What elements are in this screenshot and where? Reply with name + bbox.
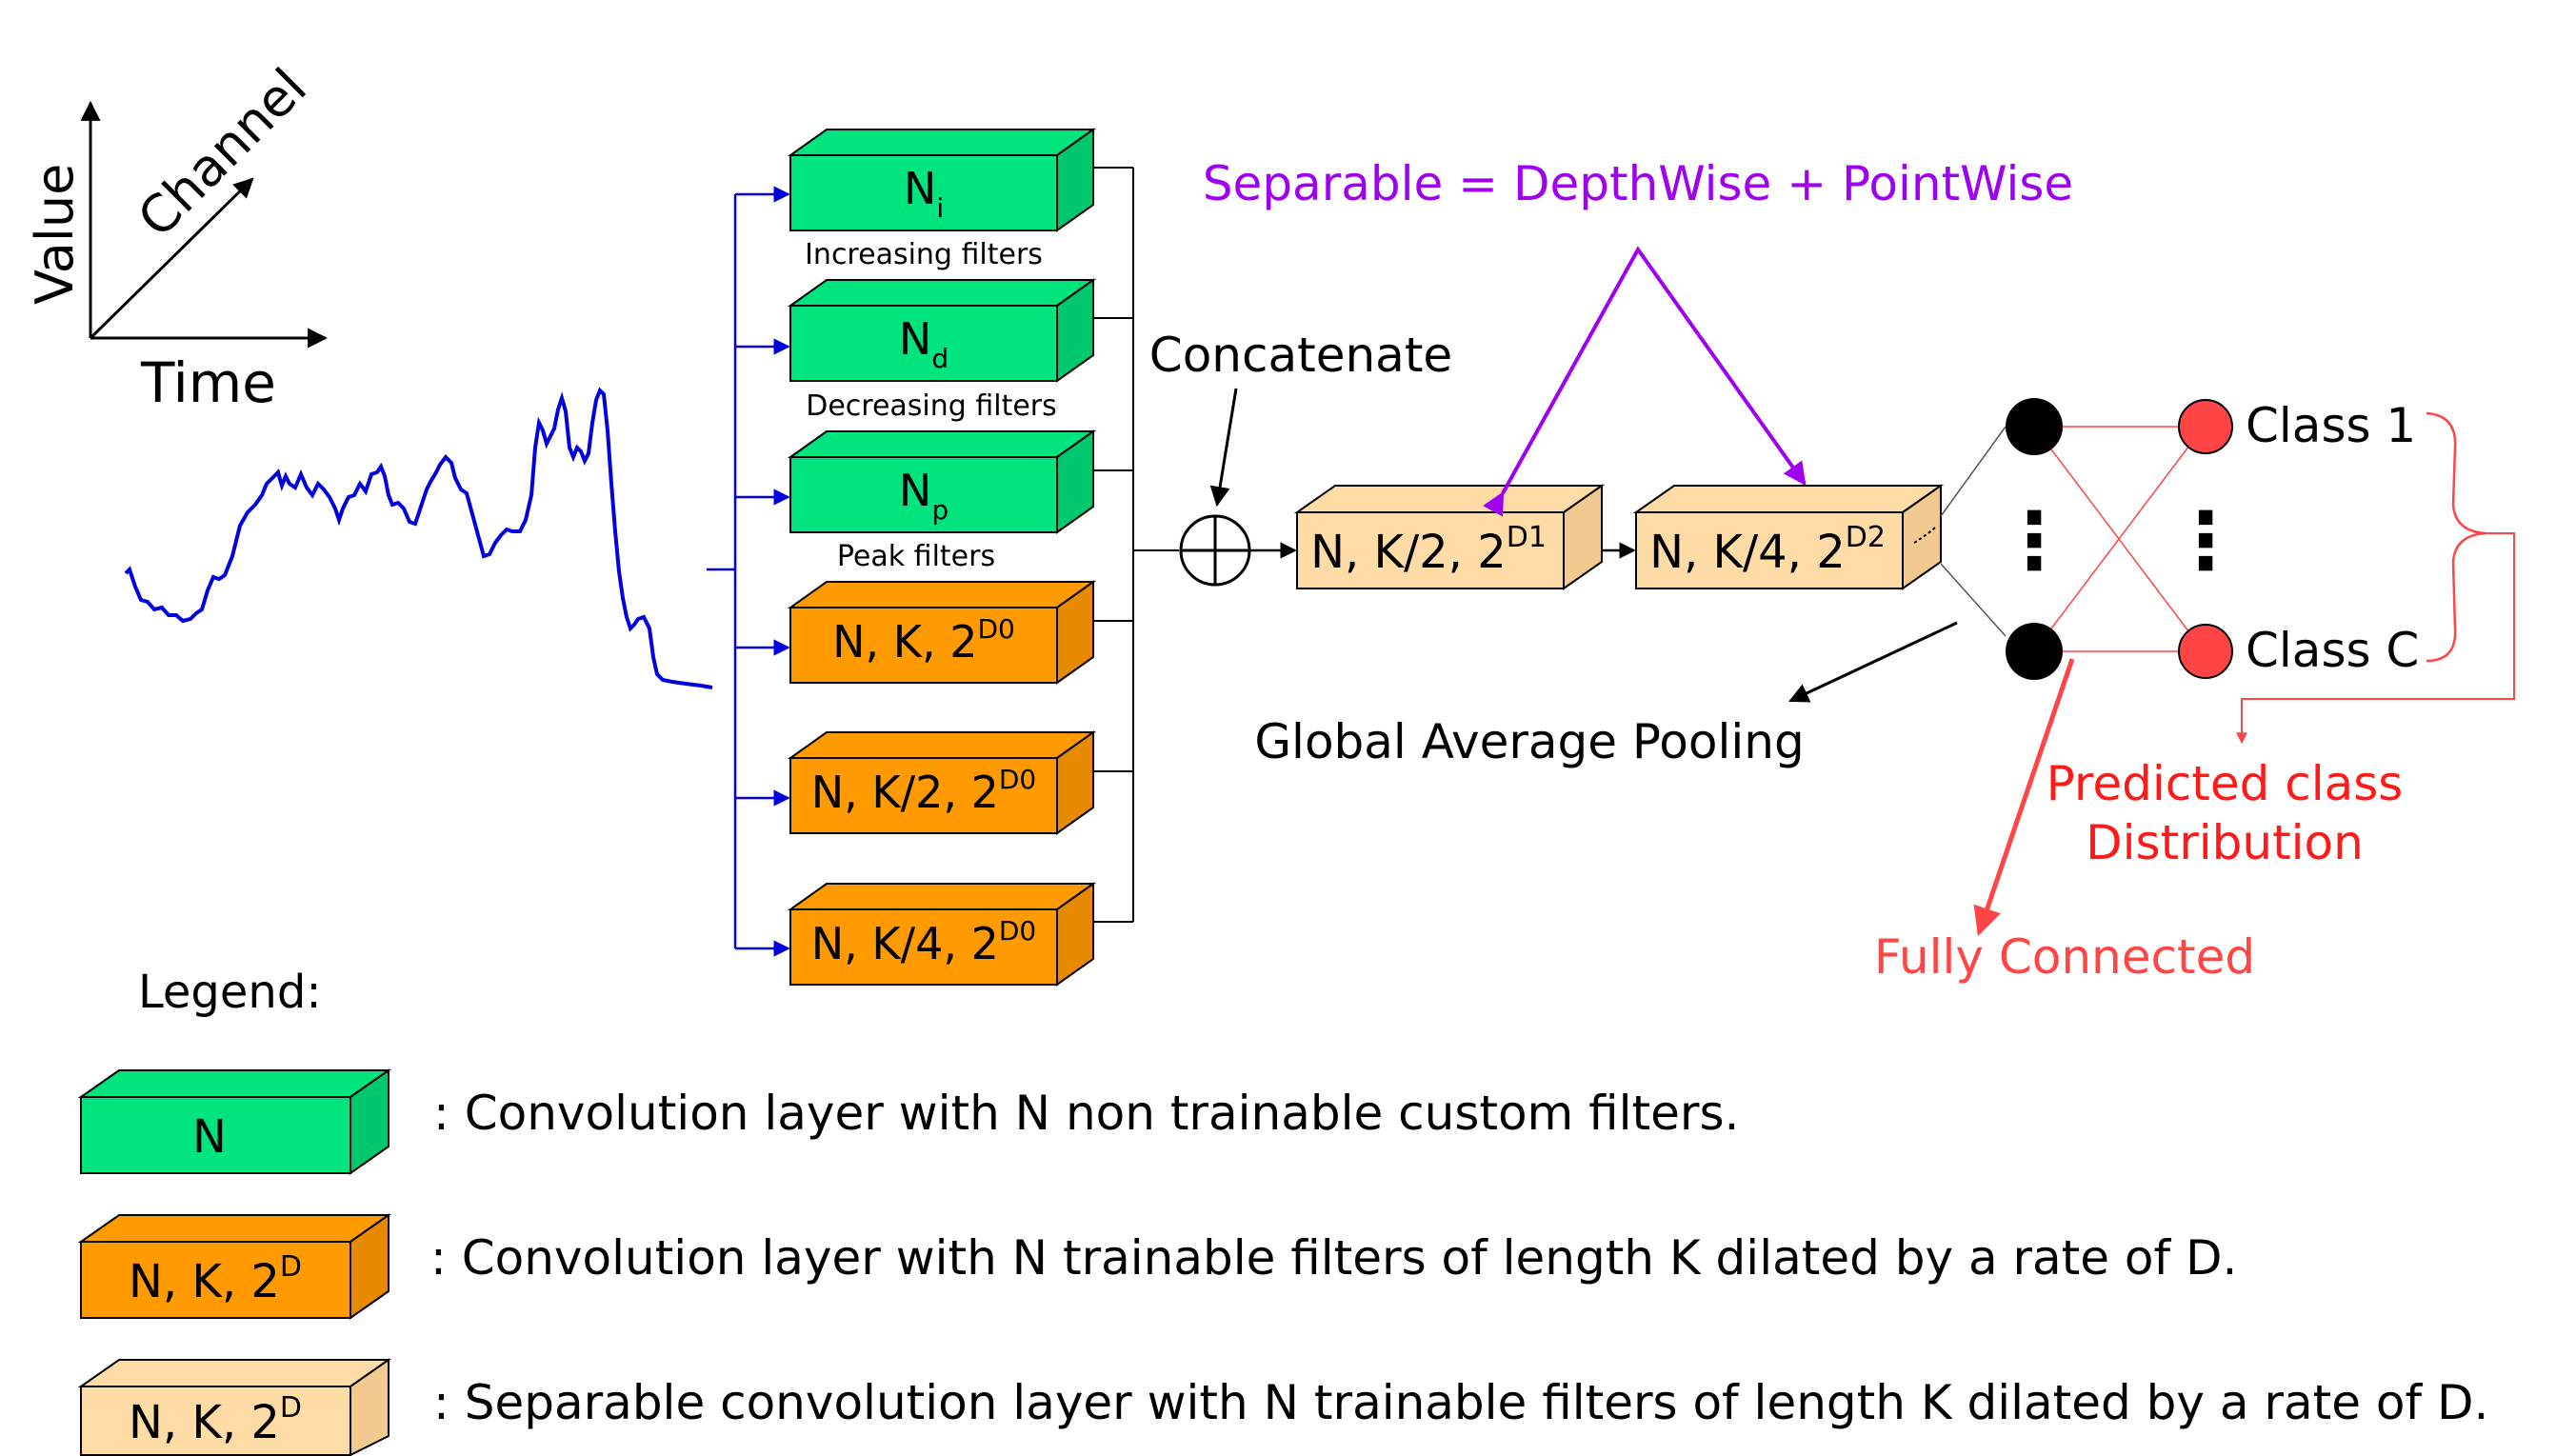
concatenate-label: Concatenate — [1149, 328, 1452, 383]
legend-beige-superscript: D — [280, 1391, 302, 1425]
block-increasing-filters: Ni — [787, 128, 1097, 232]
input-branch-lines — [707, 186, 790, 957]
legend-orange-label: N, K, 2 — [129, 1255, 280, 1308]
block-superscript: D2 — [1846, 521, 1886, 554]
value-axis-label: Value — [25, 164, 85, 305]
node-ellipsis-right: ⋮ — [2167, 496, 2245, 587]
class-node-1 — [2178, 399, 2233, 454]
predicted-label-line1: Predicted class — [2047, 756, 2404, 811]
svg-text:N, K/4, 2D0: N, K/4, 2D0 — [811, 915, 1036, 969]
pooled-node-top — [2006, 398, 2063, 455]
fully-connected-arrow — [1973, 658, 2075, 936]
separable-annotation: Separable = DepthWise + PointWise — [1203, 156, 2073, 211]
time-series-signal — [124, 387, 713, 689]
block-decreasing-filters: Nd — [787, 278, 1097, 383]
block-superscript: D1 — [1507, 521, 1547, 554]
block-label: N — [899, 465, 931, 516]
legend-beige-description: : Separable convolution layer with N tra… — [433, 1375, 2488, 1430]
legend-beige-block: N, K, 2D — [77, 1358, 392, 1456]
block-label: N — [899, 313, 931, 365]
legend-orange-superscript: D — [280, 1250, 302, 1284]
pooled-node-bottom — [2006, 623, 2063, 680]
block-label: N, K/2, 2 — [1310, 526, 1507, 579]
fully-connected-label: Fully Connected — [1874, 929, 2255, 985]
legend-green-description: : Convolution layer with N non trainable… — [433, 1086, 1739, 1141]
block-superscript: D0 — [977, 613, 1014, 645]
class-1-label: Class 1 — [2246, 398, 2416, 453]
class-brace — [2426, 411, 2486, 663]
svg-text:N, K/4, 2D2: N, K/4, 2D2 — [1649, 521, 1886, 579]
block-subscript: p — [931, 494, 949, 526]
channel-axis-label: Channel — [127, 57, 318, 249]
block-subscript: i — [936, 192, 944, 224]
block-separable-2: N, K/4, 2D2 — [1632, 484, 1945, 590]
legend-title: Legend: — [138, 966, 322, 1019]
class-c-label: Class C — [2246, 623, 2419, 678]
concatenate-symbol — [1179, 514, 1251, 587]
legend-green-label: N — [192, 1110, 227, 1164]
block-peak-filters: Np — [787, 429, 1097, 534]
peak-filters-caption: Peak filters — [837, 540, 995, 573]
block-label: N, K, 2 — [832, 616, 977, 668]
separable-arrows — [1483, 246, 1807, 517]
concat-branch-lines — [1093, 167, 1179, 923]
axes-icon — [80, 100, 329, 349]
legend-beige-label: N, K, 2 — [129, 1396, 280, 1449]
gap-arrow — [1788, 621, 1958, 703]
block-label: N, K/2, 2 — [811, 767, 999, 818]
block-label: N, K/4, 2 — [1649, 526, 1846, 579]
time-axis-label: Time — [140, 350, 276, 415]
svg-text:N, K, 2D0: N, K, 2D0 — [832, 613, 1015, 668]
block-conv-k2: N, K/2, 2D0 — [787, 730, 1097, 835]
svg-text:Np: Np — [899, 465, 949, 526]
block-label: N, K/4, 2 — [811, 918, 999, 969]
svg-text:Nd: Nd — [899, 313, 949, 374]
fc-connections — [1940, 426, 2205, 652]
block-subscript: d — [931, 343, 949, 374]
node-ellipsis-left: ⋮ — [1995, 496, 2073, 587]
gap-label: Global Average Pooling — [1254, 714, 1804, 769]
class-node-c — [2178, 624, 2233, 679]
svg-text:Ni: Ni — [904, 163, 944, 224]
svg-text:N, K, 2D: N, K, 2D — [129, 1391, 302, 1449]
block-superscript: D0 — [999, 915, 1036, 947]
increasing-filters-caption: Increasing filters — [805, 238, 1043, 271]
svg-text:N, K, 2D: N, K, 2D — [129, 1250, 302, 1308]
block-separable-1: N, K/2, 2D1 — [1293, 484, 1606, 590]
decreasing-filters-caption: Decreasing filters — [806, 389, 1057, 423]
concatenate-arrow — [1209, 388, 1238, 508]
block-superscript: D0 — [999, 764, 1036, 795]
legend-green-block: N — [77, 1068, 392, 1175]
pooling-dotted-link — [1913, 525, 1938, 544]
svg-text:N, K/2, 2D1: N, K/2, 2D1 — [1310, 521, 1547, 579]
predicted-label-line2: Distribution — [2086, 815, 2364, 870]
svg-text:N, K/2, 2D0: N, K/2, 2D0 — [811, 764, 1036, 818]
block-conv-k: N, K, 2D0 — [787, 580, 1097, 685]
legend-orange-description: : Convolution layer with N trainable fil… — [430, 1230, 2237, 1286]
predicted-arrow — [2236, 532, 2515, 745]
legend-orange-block: N, K, 2D — [77, 1213, 392, 1320]
block-label: N — [904, 163, 936, 214]
block-conv-k4: N, K/4, 2D0 — [787, 882, 1097, 987]
